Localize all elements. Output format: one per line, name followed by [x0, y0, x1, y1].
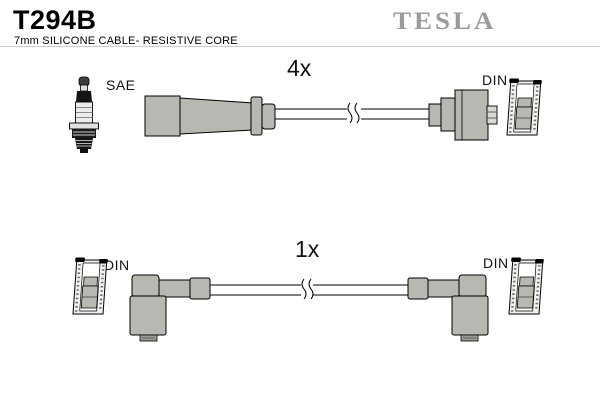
- bottom-cable: [210, 278, 408, 300]
- din-socket-icon-top: [504, 77, 544, 137]
- part-number: T294B: [13, 5, 97, 35]
- product-subtitle: 7mm SILICONE CABLE- RESISTIVE CORE: [14, 35, 238, 47]
- din-terminal-label-bottom-right: DIN: [483, 255, 509, 271]
- din-terminal-label-top: DIN: [482, 72, 508, 88]
- spark-plug-icon: [69, 76, 99, 153]
- top-cable: [275, 102, 429, 124]
- straight-boot-icon: [144, 95, 276, 137]
- din-terminal-label-bottom-left: DIN: [104, 257, 130, 273]
- elbow-boot-icon-left: [129, 274, 211, 342]
- cable-break-icon: [347, 102, 360, 124]
- stepped-boot-icon: [428, 89, 498, 141]
- bottom-quantity-label: 1x: [295, 236, 320, 262]
- cable-break-icon: [301, 278, 314, 300]
- elbow-boot-icon-right: [407, 274, 489, 342]
- header-divider: [0, 46, 600, 47]
- top-quantity-label: 4x: [287, 55, 312, 81]
- din-socket-icon-bottom-left: [70, 256, 110, 316]
- sae-terminal-label: SAE: [106, 77, 136, 93]
- din-socket-icon-bottom-right: [506, 256, 546, 316]
- brand-logo: TESLA: [393, 6, 497, 35]
